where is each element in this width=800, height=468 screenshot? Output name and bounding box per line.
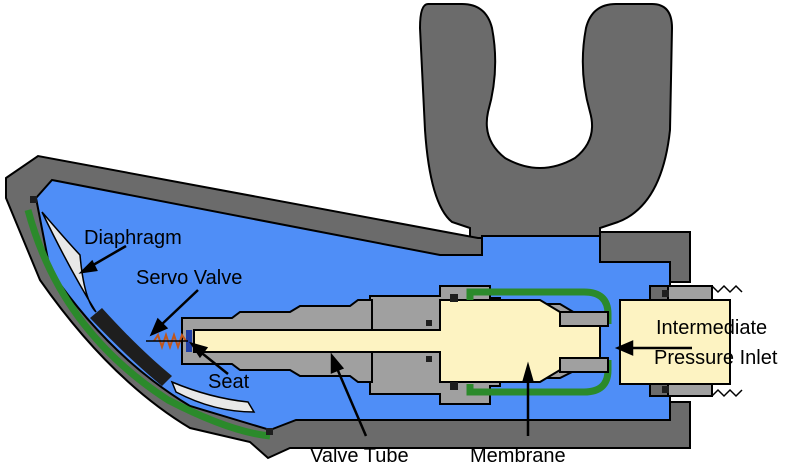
label-inlet-line1: Intermediate [656, 317, 767, 339]
label-valve-tube: Valve Tube [310, 445, 409, 467]
label-arrows [78, 244, 692, 437]
label-membrane: Membrane [470, 445, 566, 467]
diaphragm-inner [41, 211, 97, 313]
diaphragm-inner-lower [170, 380, 256, 413]
diaphragm-plate [90, 308, 172, 386]
label-servo-valve: Servo Valve [136, 267, 242, 289]
o-rings [30, 196, 669, 435]
membrane-piston-upper [559, 311, 609, 327]
mouthpiece [418, 3, 674, 239]
label-diaphragm: Diaphragm [84, 227, 182, 249]
label-seat: Seat [208, 371, 250, 393]
membrane-piston-lower [559, 357, 609, 373]
inlet-bore [619, 299, 731, 385]
diaphragm [24, 209, 271, 440]
seat [186, 330, 192, 352]
servo-spring [153, 331, 187, 351]
inlet-threads [711, 284, 743, 398]
label-inlet-line2: Pressure Inlet [654, 347, 778, 369]
